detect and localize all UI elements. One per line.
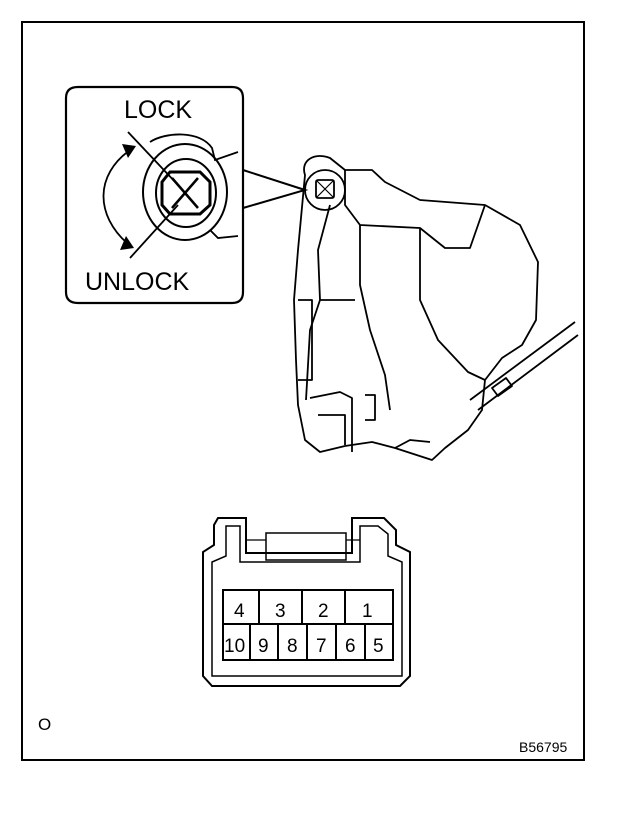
inset-detail-box [64,85,245,305]
connector-housing [202,517,411,687]
figure-code: B56795 [519,739,567,755]
callout-pointer [242,169,309,209]
key-cylinder [304,169,346,211]
pin-label-top: 1 [362,601,373,622]
corner-mark: O [38,715,51,734]
pin-label-top: 3 [275,601,286,622]
pin-label-bottom: 5 [373,636,384,657]
pin-label-bottom: 10 [224,636,245,657]
unlock-label: UNLOCK [85,268,190,296]
pin-label-top: 2 [318,601,329,622]
pin-label-top: 4 [234,601,245,622]
lock-label: LOCK [124,96,192,124]
pin-label-bottom: 8 [287,636,298,657]
pin-label-bottom: 9 [258,636,269,657]
figure-frame [21,21,585,761]
pin-label-bottom: 6 [345,636,356,657]
door-lock-assembly [293,155,579,461]
pin-label-bottom: 7 [316,636,327,657]
